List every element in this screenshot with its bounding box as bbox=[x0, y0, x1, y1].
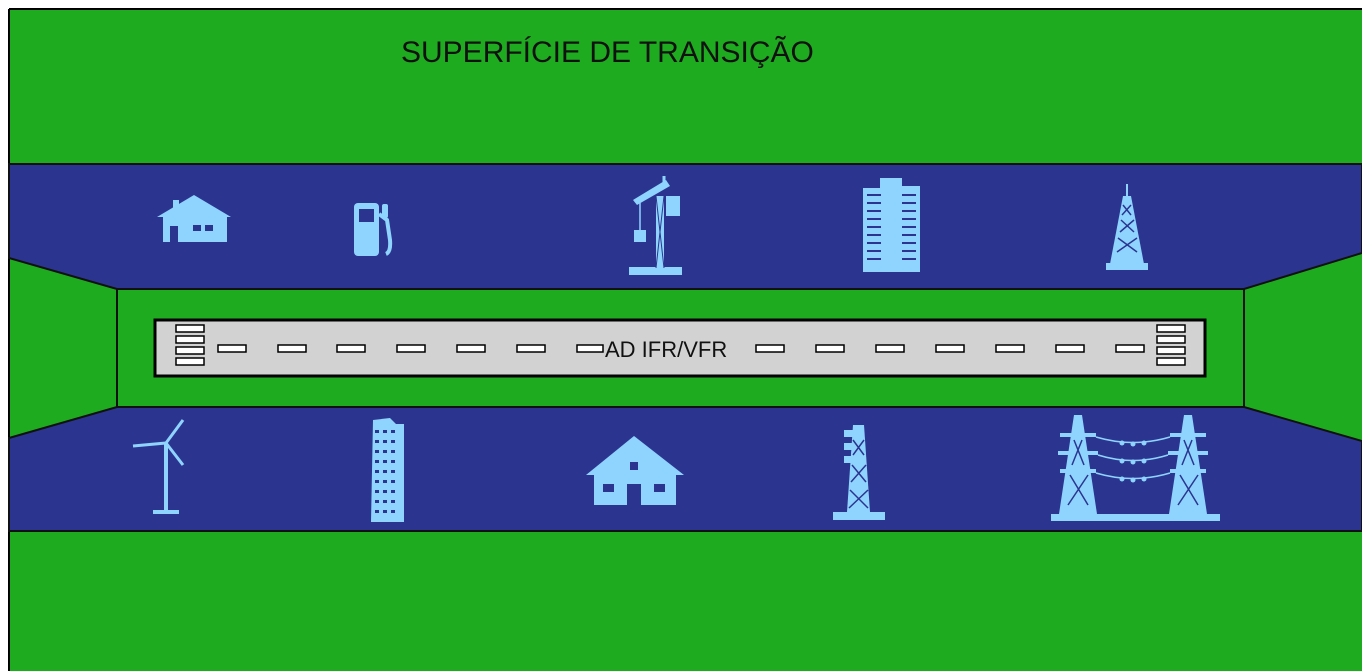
tall-building-icon bbox=[371, 418, 404, 522]
wind-turbine-icon bbox=[132, 419, 185, 514]
cell-tower-icon bbox=[833, 425, 885, 520]
centerline-dashes bbox=[217, 344, 1145, 353]
runway bbox=[153, 318, 1207, 378]
lower-transition-surface bbox=[8, 406, 1362, 532]
skyscraper-icon bbox=[863, 178, 920, 272]
runway-label: AD IFR/VFR bbox=[605, 337, 727, 362]
threshold-markings-right bbox=[1156, 324, 1186, 366]
threshold-markings-left bbox=[175, 324, 205, 366]
church-icon bbox=[586, 436, 684, 505]
fuel-pump-icon bbox=[354, 203, 393, 256]
diagram-title: SUPERFÍCIE DE TRANSIÇÃO bbox=[401, 35, 814, 69]
house-icon bbox=[157, 195, 231, 242]
power-line-icon bbox=[1051, 415, 1220, 521]
transmission-tower-icon bbox=[1106, 184, 1148, 270]
crane-icon bbox=[629, 176, 682, 275]
